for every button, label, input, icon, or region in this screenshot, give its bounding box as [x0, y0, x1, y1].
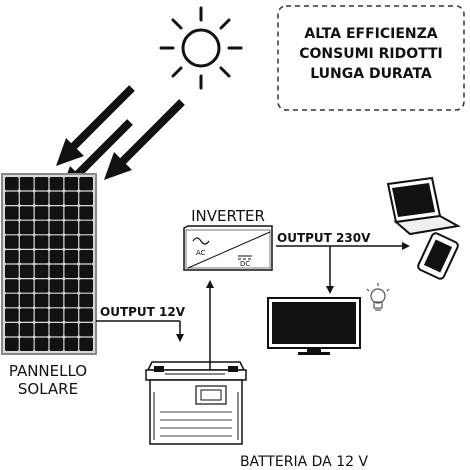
features-box: ALTA EFFICIENZA CONSUMI RIDOTTI LUNGA DU… — [277, 5, 465, 111]
solar-cell — [5, 279, 19, 293]
solar-cell — [19, 235, 34, 249]
output-12v-label: OUTPUT 12V — [100, 305, 186, 319]
solar-cell — [19, 250, 34, 264]
solar-cell — [5, 308, 19, 322]
solar-cell — [49, 177, 64, 191]
solar-cell — [64, 264, 79, 278]
sun-ray-arrow — [56, 85, 135, 166]
solar-cell — [34, 337, 49, 351]
solar-cell — [64, 235, 79, 249]
battery-label: BATTERIA DA 12 V — [240, 454, 369, 470]
solar-cell — [79, 191, 93, 205]
solar-cell — [19, 279, 34, 293]
sun-ray-arrow — [104, 99, 185, 180]
solar-cell — [49, 264, 64, 278]
solar-cell — [79, 279, 93, 293]
solar-cell — [5, 177, 19, 191]
solar-cell — [19, 337, 34, 351]
solar-cell — [19, 191, 34, 205]
solar-cell — [34, 235, 49, 249]
solar-cell — [49, 308, 64, 322]
solar-cell — [49, 279, 64, 293]
solar-cell — [34, 279, 49, 293]
output-230v-label: OUTPUT 230V — [277, 231, 371, 245]
solar-cell — [19, 177, 34, 191]
solar-cell — [5, 191, 19, 205]
solar-cell — [79, 323, 93, 337]
solar-cell — [64, 220, 79, 235]
solar-cell — [79, 337, 93, 351]
solar-cell — [64, 279, 79, 293]
solar-cell — [64, 206, 79, 220]
solar-cell — [49, 220, 64, 235]
solar-cell — [34, 177, 49, 191]
solar-cell — [64, 177, 79, 191]
solar-cell — [79, 220, 93, 235]
solar-cell — [79, 235, 93, 249]
output-230v-connector: OUTPUT 230V — [276, 231, 410, 294]
feature-line-1: ALTA EFFICIENZA — [304, 26, 437, 42]
solar-cell — [34, 264, 49, 278]
sun-icon — [159, 6, 243, 90]
solar-cell — [79, 206, 93, 220]
solar-cell — [5, 250, 19, 264]
solar-cell — [64, 293, 79, 308]
solar-cell — [19, 323, 34, 337]
output-12v-connector: OUTPUT 12V — [96, 305, 186, 342]
solar-cell — [34, 308, 49, 322]
solar-cell — [5, 235, 19, 249]
solar-cell — [34, 191, 49, 205]
panel-label-line1: PANNELLO — [9, 362, 87, 380]
inverter-dc-label: DC — [240, 260, 250, 268]
solar-cell — [49, 250, 64, 264]
solar-cell — [79, 293, 93, 308]
feature-line-3: LUNGA DURATA — [310, 66, 432, 82]
panel-label-line2: SOLARE — [18, 380, 78, 398]
solar-cell — [5, 206, 19, 220]
solar-cell — [64, 337, 79, 351]
solar-cell — [34, 206, 49, 220]
solar-panel-cells — [5, 177, 93, 351]
solar-cell — [79, 264, 93, 278]
lightbulb-icon — [366, 283, 390, 311]
inverter-ac-label: AC — [196, 249, 206, 257]
solar-cell — [49, 323, 64, 337]
solar-cell — [34, 323, 49, 337]
solar-cell — [49, 235, 64, 249]
laptop-icon — [386, 176, 461, 236]
solar-cell — [19, 293, 34, 308]
inverter-label: INVERTER — [191, 207, 265, 225]
solar-cell — [5, 264, 19, 278]
solar-cell — [64, 323, 79, 337]
feature-line-2: CONSUMI RIDOTTI — [299, 46, 443, 62]
solar-cell — [19, 206, 34, 220]
solar-cell — [49, 293, 64, 308]
solar-cell — [34, 220, 49, 235]
solar-cell — [5, 293, 19, 308]
solar-cell — [34, 250, 49, 264]
solar-cell — [5, 337, 19, 351]
solar-cell — [34, 293, 49, 308]
solar-cell — [79, 177, 93, 191]
solar-cell — [5, 323, 19, 337]
solar-cell — [49, 337, 64, 351]
solar-cell — [19, 220, 34, 235]
tv-icon — [267, 297, 361, 355]
solar-cell — [64, 250, 79, 264]
solar-cell — [19, 308, 34, 322]
solar-cell — [79, 308, 93, 322]
solar-cell — [19, 264, 34, 278]
battery-icon — [145, 361, 247, 445]
smartphone-icon — [417, 232, 459, 280]
solar-cell — [5, 220, 19, 235]
solar-cell — [49, 206, 64, 220]
solar-cell — [49, 191, 64, 205]
solar-cell — [64, 308, 79, 322]
solar-panel-icon — [1, 173, 97, 355]
sun-rays — [56, 85, 185, 194]
solar-cell — [79, 250, 93, 264]
inverter-icon: AC DC — [183, 225, 273, 271]
solar-cell — [64, 191, 79, 205]
